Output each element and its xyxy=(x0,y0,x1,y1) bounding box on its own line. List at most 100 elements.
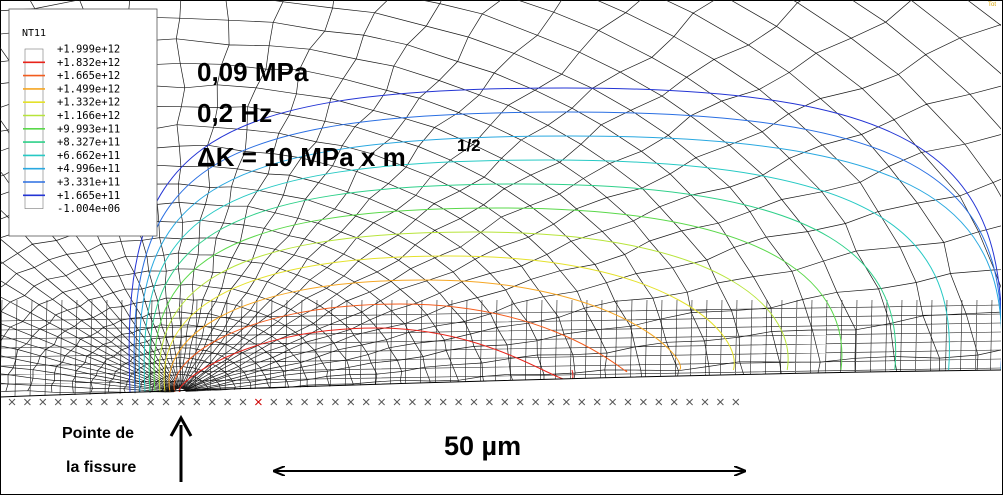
contour-line xyxy=(178,327,574,393)
crack-marker xyxy=(193,398,201,406)
legend-cell xyxy=(24,115,44,130)
crack-marker xyxy=(532,398,539,406)
legend-entry: +1.166e+12 xyxy=(23,110,120,130)
corner-label: Tot xyxy=(988,2,996,8)
legend-value: +4.996e+11 xyxy=(57,163,120,175)
contour-line xyxy=(138,135,1001,393)
legend-cell xyxy=(24,101,44,116)
legend-value: +6.662e+11 xyxy=(57,150,120,162)
crack-marker xyxy=(131,398,139,406)
legend-cell xyxy=(24,195,44,209)
legend-entry: +1.499e+12 xyxy=(23,83,120,103)
crack-marker xyxy=(270,398,278,406)
scale-bar-label: 50 µm xyxy=(444,431,521,461)
crack-marker xyxy=(85,398,93,406)
crack-tip-annotation: Pointe de la fissure xyxy=(62,414,193,482)
contour-line xyxy=(148,183,897,393)
crack-marker xyxy=(178,398,185,406)
delta-k-exponent: 1/2 xyxy=(457,136,481,155)
crack-marker xyxy=(593,398,601,406)
crack-marker xyxy=(578,398,586,406)
crack-marker xyxy=(609,398,616,406)
contour-line xyxy=(158,231,789,393)
crack-marker xyxy=(732,398,740,406)
contour-line xyxy=(153,207,843,393)
contour-line xyxy=(143,159,950,393)
crack-marker xyxy=(208,398,216,406)
crack-marker xyxy=(701,398,709,406)
crack-tip-arrow-head xyxy=(169,414,193,437)
crack-marker xyxy=(424,398,432,406)
legend-cell xyxy=(24,155,44,169)
legend-entry: +1.665e+11 xyxy=(23,190,120,209)
contour-line xyxy=(163,255,735,393)
legend-cell xyxy=(24,88,44,103)
contour-line xyxy=(168,279,682,393)
crack-marker xyxy=(455,398,462,406)
crack-marker xyxy=(101,398,108,406)
legend-value: +1.665e+11 xyxy=(57,190,120,202)
legend-value: +1.832e+12 xyxy=(57,57,120,69)
crack-marker xyxy=(547,398,555,406)
crack-marker xyxy=(640,398,647,406)
delta-k-label: ΔK = 10 MPa x m xyxy=(197,142,406,172)
legend-cell xyxy=(24,48,44,63)
legend-cell xyxy=(24,141,44,156)
crack-marker xyxy=(670,398,678,406)
contour-line xyxy=(173,303,628,393)
legend-value: +1.999e+12 xyxy=(57,44,120,56)
crack-marker xyxy=(24,398,31,406)
legend-entry: +1.999e+12 xyxy=(24,44,120,63)
crack-marker xyxy=(8,398,16,406)
crack-marker xyxy=(147,398,154,406)
legend-entry: +9.993e+11 xyxy=(23,123,120,143)
crack-marker xyxy=(655,398,663,406)
crack-marker xyxy=(486,398,493,406)
scale-bar: 50 µm xyxy=(274,431,745,471)
frequency-label: 0,2 Hz xyxy=(197,98,272,128)
crack-marker xyxy=(301,398,308,406)
crack-marker xyxy=(624,398,632,406)
loading-conditions: 0,09 MPa 0,2 Hz ΔK = 10 MPa x m 1/2 xyxy=(197,57,481,172)
legend-value: +1.332e+12 xyxy=(57,97,120,109)
crack-tip-label-line1: Pointe de xyxy=(62,425,134,442)
crack-marker xyxy=(332,398,339,406)
legend-cell xyxy=(24,61,44,76)
crack-marker xyxy=(362,398,370,406)
legend: NT11 +1.999e+12+1.832e+12+1.665e+12+1.49… xyxy=(8,8,158,237)
legend-value: -1.004e+06 xyxy=(57,203,120,215)
legend-value: +1.166e+12 xyxy=(57,110,120,122)
crack-marker xyxy=(439,398,447,406)
crack-marker xyxy=(162,398,170,406)
crack-marker xyxy=(470,398,478,406)
legend-cell xyxy=(24,181,44,196)
legend-entry: +4.996e+11 xyxy=(23,163,120,183)
crack-marker xyxy=(563,398,570,406)
contour-lines xyxy=(128,87,1001,393)
legend-entry: +6.662e+11 xyxy=(23,150,120,169)
crack-marker xyxy=(393,398,401,406)
crack-marker xyxy=(224,398,231,406)
legend-cell xyxy=(24,128,44,143)
legend-value: +8.327e+11 xyxy=(57,137,120,149)
crack-marker xyxy=(378,398,385,406)
crack-tip-label-line2: la fissure xyxy=(66,459,136,476)
legend-value: +1.499e+12 xyxy=(57,83,120,95)
specimen-boundary xyxy=(0,369,1002,398)
crack-marker xyxy=(39,398,47,406)
legend-cell xyxy=(24,168,44,183)
crack-marker xyxy=(116,398,124,406)
legend-entry: -1.004e+06 xyxy=(57,203,120,215)
crack-marker xyxy=(70,398,77,406)
crack-marker xyxy=(255,398,262,406)
crack-marker xyxy=(516,398,524,406)
legend-title: NT11 xyxy=(22,28,46,39)
legend-entry: +3.331e+11 xyxy=(23,177,120,196)
legend-value: +1.665e+12 xyxy=(57,70,120,82)
crack-marker xyxy=(285,398,293,406)
crack-marker xyxy=(316,398,324,406)
legend-entry: +1.665e+12 xyxy=(23,70,120,90)
crack-marker xyxy=(409,398,416,406)
stress-amplitude-label: 0,09 MPa xyxy=(197,57,309,87)
